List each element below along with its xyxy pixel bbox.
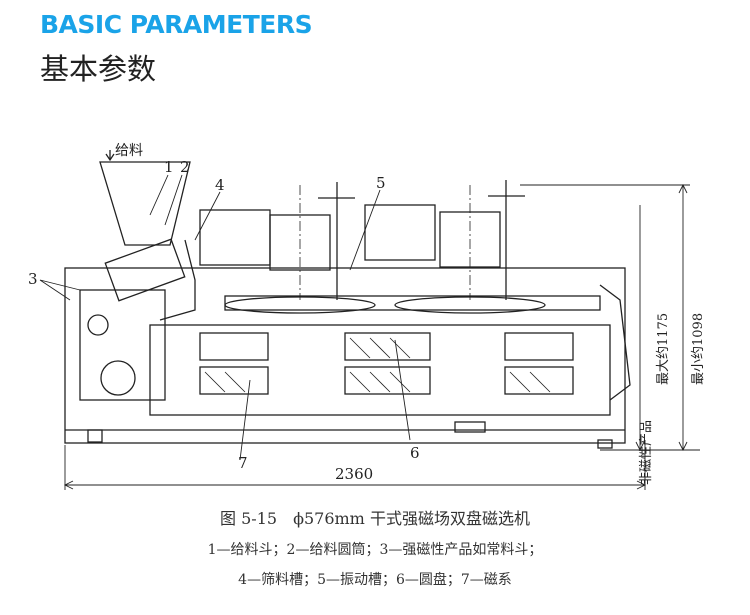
magnet-system	[199, 332, 574, 395]
width-value: 2360	[335, 465, 373, 483]
height-dimension	[520, 183, 700, 452]
section-title-cn: 基本参数	[40, 52, 157, 86]
main-body	[149, 324, 611, 416]
label-4: 4	[215, 176, 225, 194]
drive-motor	[100, 360, 136, 396]
min-height: 最小约1098	[691, 313, 706, 385]
label-7: 7	[238, 454, 248, 472]
feed-hopper	[99, 161, 191, 246]
label-feed: 给料	[115, 143, 143, 159]
max-height: 最大约1175	[656, 313, 671, 385]
label-5: 5	[376, 174, 386, 192]
label-2: 2	[180, 158, 190, 176]
motor-left	[199, 209, 271, 266]
label-3: 3	[28, 270, 38, 288]
label-6: 6	[410, 444, 420, 462]
legend-line-2: 4—筛料槽；5—振动槽；6—圆盘；7—磁系	[238, 572, 512, 588]
frame	[64, 267, 626, 444]
legend-line-1: 1—给料斗；2—给料圆筒；3—强磁性产品如常料斗；	[207, 542, 543, 558]
section-title-en: BASIC PARAMETERS	[40, 10, 313, 39]
nonmagnetic-product-label: 非磁性产品	[639, 420, 654, 485]
motor-right	[364, 204, 436, 261]
feed-drum	[104, 238, 186, 302]
label-1: 1	[164, 158, 174, 176]
figure-title: 图 5-15 ϕ576mm 干式强磁场双盘磁选机	[220, 509, 530, 528]
width-dimension	[63, 440, 647, 490]
